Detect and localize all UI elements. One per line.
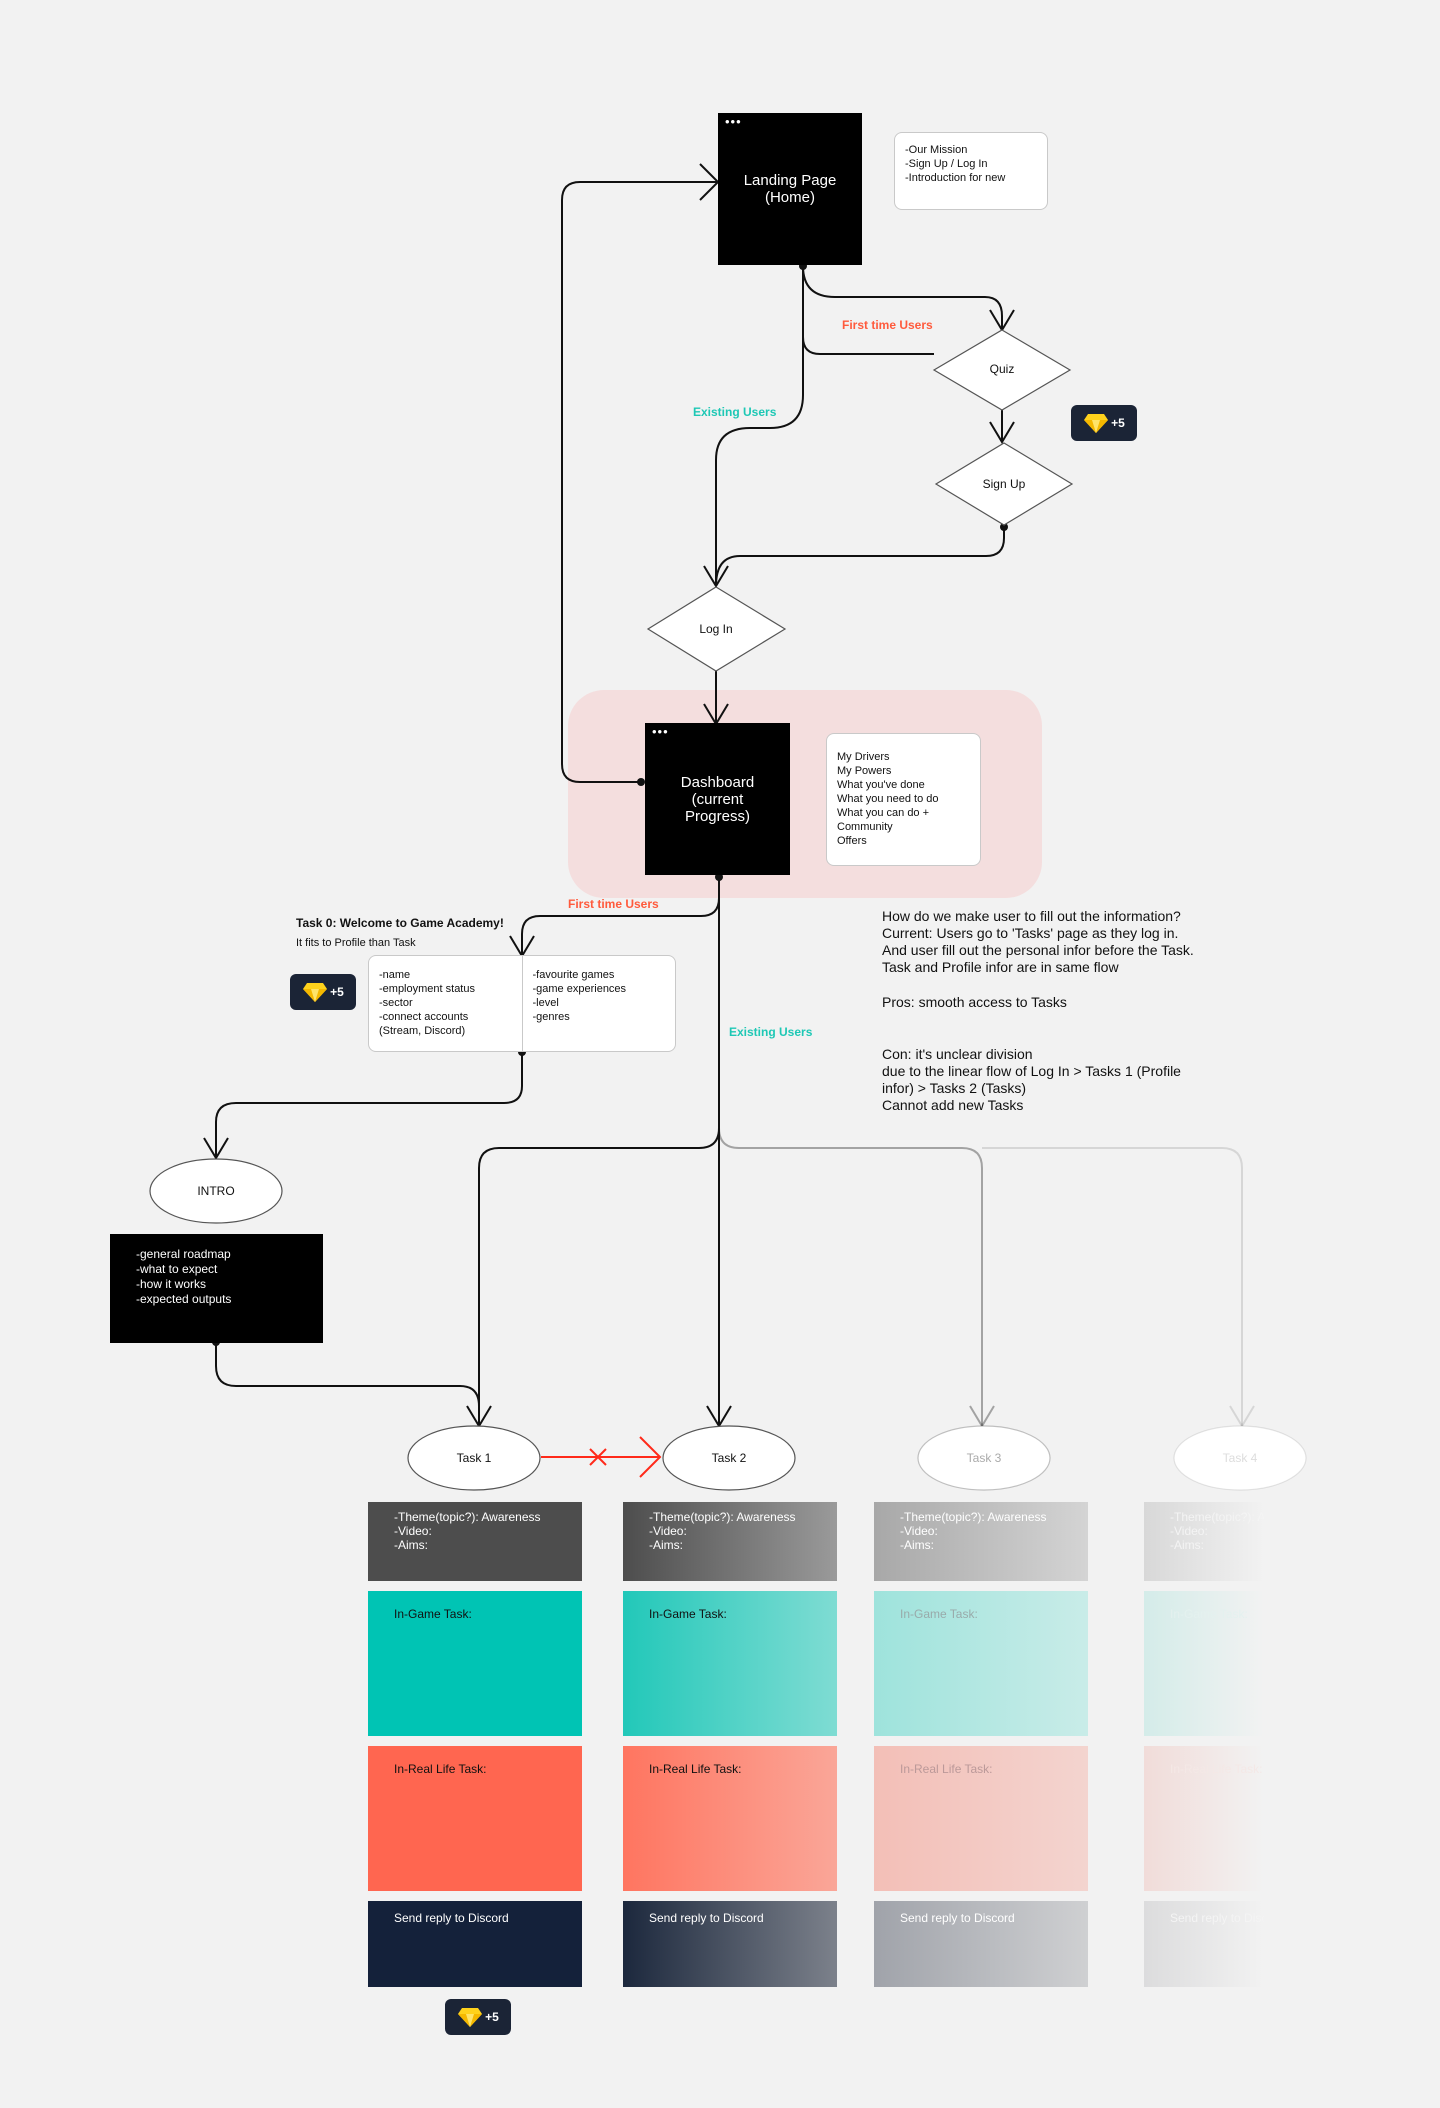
- task-1-ellipse-shape: [407, 1425, 541, 1491]
- intro-ellipse-shape: [149, 1158, 283, 1224]
- first-time-users-label: First time Users: [568, 897, 659, 911]
- reward-badge-text: +5: [1111, 416, 1125, 430]
- task-4-ellipse-shape: [1173, 1425, 1307, 1491]
- sign-up-label: Sign Up: [982, 477, 1026, 491]
- log-in-diamond-shape: [646, 586, 787, 672]
- window-dots-icon: •••: [652, 724, 669, 739]
- intro-details-box: -general roadmap -what to expect -how it…: [110, 1234, 323, 1343]
- task-2-ellipse-shape: [662, 1425, 796, 1491]
- task-4-label: Task 4: [1222, 1451, 1258, 1465]
- task-4-discord-card: Send reply to Discord: [1144, 1901, 1264, 1987]
- task-4-in-game-card: In-Game Task:: [1144, 1591, 1264, 1736]
- gem-icon: [303, 983, 328, 1002]
- sign-up-diamond-shape: [934, 442, 1074, 526]
- reward-badge-text: +5: [330, 985, 344, 999]
- flow-cons-note: Con: it's unclear division due to the li…: [882, 1046, 1181, 1113]
- task-3-real-life-card: In-Real Life Task:: [874, 1746, 1088, 1891]
- task-1-theme-card: -Theme(topic?): Awareness -Video: -Aims:: [368, 1502, 582, 1581]
- task-0-gaming-fields: -favourite games -game experiences -leve…: [532, 969, 627, 1023]
- task-4-theme-card: -Theme(topic?): Awareness -Video: -Aims:: [1144, 1502, 1264, 1581]
- existing-users-label: Existing Users: [729, 1025, 813, 1039]
- log-in-label: Log In: [699, 622, 733, 636]
- task-3-theme-card: -Theme(topic?): Awareness -Video: -Aims:: [874, 1502, 1088, 1581]
- task-0-subtitle: It fits to Profile than Task: [296, 937, 416, 949]
- task-3-ellipse-shape: [917, 1425, 1051, 1491]
- flow-pros-note: Pros: smooth access to Tasks: [882, 994, 1067, 1010]
- task-1-discord-card: Send reply to Discord: [368, 1901, 582, 1987]
- first-time-users-label: First time Users: [842, 318, 933, 332]
- task-3-in-game-card: In-Game Task:: [874, 1591, 1088, 1736]
- quiz-label: Quiz: [989, 362, 1015, 376]
- landing-page-title: Landing Page (Home): [743, 172, 837, 206]
- dashboard-note: My Drivers My Powers What you've done Wh…: [826, 733, 981, 866]
- dashboard-window: ••• Dashboard (current Progress): [645, 723, 790, 875]
- landing-page-window: ••• Landing Page (Home): [718, 113, 862, 265]
- task-1-label: Task 1: [456, 1451, 492, 1465]
- gem-icon: [1084, 414, 1109, 433]
- task-0-personal-fields: -name -employment status -sector -connec…: [369, 956, 523, 1051]
- task-2-real-life-card: In-Real Life Task:: [623, 1746, 837, 1891]
- task-2-in-game-card: In-Game Task:: [623, 1591, 837, 1736]
- existing-users-label: Existing Users: [693, 405, 777, 419]
- intro-label: INTRO: [197, 1184, 235, 1198]
- task-2-label: Task 2: [711, 1451, 747, 1465]
- reward-badge: +5: [1071, 405, 1137, 441]
- task-1-real-life-card: In-Real Life Task:: [368, 1746, 582, 1891]
- quiz-diamond-shape: [932, 329, 1072, 411]
- task-0-profile-card: -name -employment status -sector -connec…: [368, 955, 676, 1052]
- reward-badge-text: +5: [485, 2010, 499, 2024]
- task-4-real-life-card: In-Real Life Task:: [1144, 1746, 1264, 1891]
- flow-question-note: How do we make user to fill out the info…: [882, 908, 1194, 975]
- reward-badge: +5: [445, 1999, 511, 2035]
- task-1-in-game-card: In-Game Task:: [368, 1591, 582, 1736]
- gem-icon: [458, 2008, 483, 2027]
- task-2-discord-card: Send reply to Discord: [623, 1901, 837, 1987]
- landing-page-note: -Our Mission -Sign Up / Log In -Introduc…: [894, 132, 1048, 210]
- task-2-theme-card: -Theme(topic?): Awareness -Video: -Aims:: [623, 1502, 837, 1581]
- task-3-discord-card: Send reply to Discord: [874, 1901, 1088, 1987]
- reward-badge: +5: [290, 974, 356, 1010]
- task-0-title: Task 0: Welcome to Game Academy!: [296, 916, 504, 930]
- task-3-label: Task 3: [966, 1451, 1002, 1465]
- dashboard-title: Dashboard (current Progress): [680, 773, 755, 825]
- window-dots-icon: •••: [725, 114, 742, 129]
